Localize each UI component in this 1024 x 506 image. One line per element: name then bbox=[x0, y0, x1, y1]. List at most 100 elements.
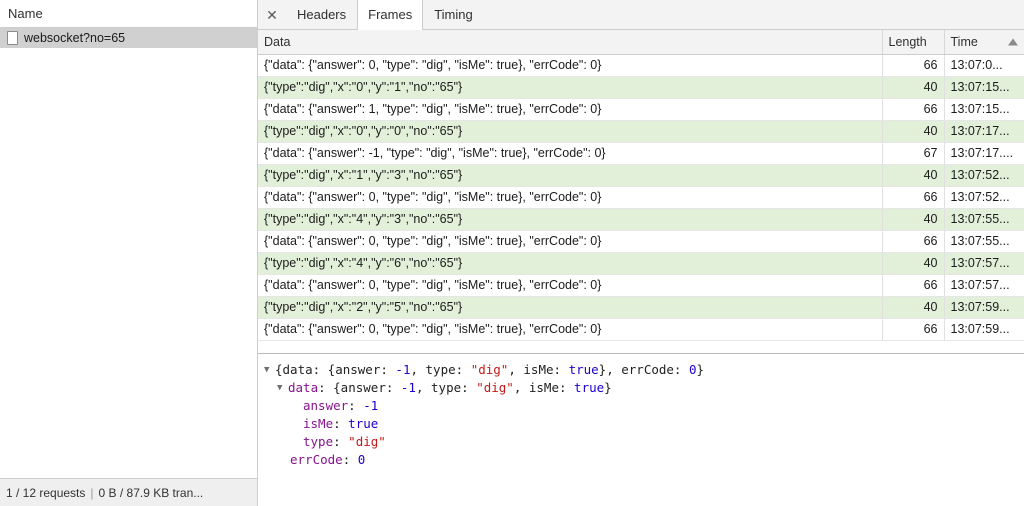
frames-table-header-row: Data Length Time bbox=[258, 30, 1024, 55]
close-icon[interactable]: ✕ bbox=[258, 0, 286, 29]
list-item-websocket-request[interactable]: websocket?no=65 bbox=[0, 28, 257, 48]
column-header-name[interactable]: Name bbox=[0, 0, 257, 28]
cell-data: {"data": {"answer": -1, "type": "dig", "… bbox=[258, 142, 883, 165]
cell-time: 13:07:15... bbox=[944, 76, 1024, 99]
request-list-panel: Name websocket?no=65 1 / 12 requests | 0… bbox=[0, 0, 258, 506]
cell-data: {"type":"dig","x":"0","y":"0","no":"65"} bbox=[258, 120, 883, 143]
tree-leaf-separator: : bbox=[348, 398, 364, 413]
tree-leaf-type[interactable]: type: "dig" bbox=[264, 433, 1024, 451]
request-detail-panel: ✕ Headers Frames Timing Data Length Time bbox=[258, 0, 1024, 506]
table-row[interactable]: {"type":"dig","x":"0","y":"1","no":"65"}… bbox=[258, 76, 1024, 99]
tree-root-isme: true bbox=[568, 362, 599, 377]
status-bar: 1 / 12 requests | 0 B / 87.9 KB tran... bbox=[0, 478, 257, 506]
tree-data-mid2: , isMe: bbox=[513, 380, 575, 395]
tree-leaf-separator: : bbox=[333, 434, 349, 449]
table-row[interactable]: {"data": {"answer": -1, "type": "dig", "… bbox=[258, 142, 1024, 165]
table-row[interactable]: {"type":"dig","x":"2","y":"5","no":"65"}… bbox=[258, 296, 1024, 319]
tree-leaf-separator: : bbox=[333, 416, 349, 431]
tree-root-prefix: {data: {answer: bbox=[275, 362, 396, 377]
table-row[interactable]: {"data": {"answer": 0, "type": "dig", "i… bbox=[258, 318, 1024, 341]
tree-root-errcode: 0 bbox=[688, 362, 697, 377]
tree-leaf-isme[interactable]: isMe: true bbox=[264, 415, 1024, 433]
tree-errcode-key: errCode bbox=[290, 452, 343, 467]
cell-time: 13:07:52... bbox=[944, 186, 1024, 209]
tree-errcode-sep: : bbox=[342, 452, 358, 467]
sort-ascending-icon bbox=[1008, 38, 1018, 46]
tab-timing[interactable]: Timing bbox=[423, 0, 484, 29]
column-header-data[interactable]: Data bbox=[258, 30, 883, 55]
table-row[interactable]: {"type":"dig","x":"4","y":"6","no":"65"}… bbox=[258, 252, 1024, 275]
cell-data: {"type":"dig","x":"4","y":"3","no":"65"} bbox=[258, 208, 883, 231]
cell-data: {"data": {"answer": 0, "type": "dig", "i… bbox=[258, 318, 883, 341]
frames-table-wrapper: Data Length Time {"data": {"answer": 0, … bbox=[258, 30, 1024, 353]
cell-data: {"type":"dig","x":"4","y":"6","no":"65"} bbox=[258, 252, 883, 275]
column-header-time-label: Time bbox=[950, 34, 978, 49]
tree-leaf-key: isMe bbox=[303, 416, 334, 431]
tree-root-type: "dig" bbox=[470, 362, 509, 377]
detail-tabbar: ✕ Headers Frames Timing bbox=[258, 0, 1024, 30]
tree-data-answer: -1 bbox=[400, 380, 416, 395]
column-header-time[interactable]: Time bbox=[944, 30, 1024, 55]
table-row[interactable]: {"data": {"answer": 0, "type": "dig", "i… bbox=[258, 186, 1024, 209]
tree-leaf-key: type bbox=[303, 434, 334, 449]
tree-leaf-answer[interactable]: answer: -1 bbox=[264, 397, 1024, 415]
cell-time: 13:07:55... bbox=[944, 208, 1024, 231]
document-icon bbox=[7, 31, 18, 45]
tree-data-key: data bbox=[288, 380, 319, 395]
tree-data-suffix: } bbox=[604, 380, 612, 395]
tab-headers[interactable]: Headers bbox=[286, 0, 358, 29]
cell-length: 66 bbox=[882, 186, 945, 209]
tree-root-suffix: } bbox=[696, 362, 705, 377]
tree-root-mid2: , isMe: bbox=[508, 362, 569, 377]
tree-data-isme: true bbox=[574, 380, 605, 395]
tree-leaf-value: true bbox=[348, 416, 379, 431]
cell-length: 40 bbox=[882, 76, 945, 99]
request-list: websocket?no=65 bbox=[0, 28, 257, 478]
table-row[interactable]: {"type":"dig","x":"0","y":"0","no":"65"}… bbox=[258, 120, 1024, 143]
frames-table-body: {"data": {"answer": 0, "type": "dig", "i… bbox=[258, 54, 1024, 341]
column-header-length[interactable]: Length bbox=[882, 30, 945, 55]
cell-data: {"type":"dig","x":"1","y":"3","no":"65"} bbox=[258, 164, 883, 187]
table-row[interactable]: {"type":"dig","x":"4","y":"3","no":"65"}… bbox=[258, 208, 1024, 231]
tree-leaf-key: answer bbox=[303, 398, 349, 413]
column-header-name-label: Name bbox=[8, 6, 43, 21]
table-row[interactable]: {"data": {"answer": 1, "type": "dig", "i… bbox=[258, 98, 1024, 121]
table-row[interactable]: {"type":"dig","x":"1","y":"3","no":"65"}… bbox=[258, 164, 1024, 187]
cell-data: {"data": {"answer": 0, "type": "dig", "i… bbox=[258, 54, 883, 77]
frame-detail-tree: ▼{data: {answer: -1, type: "dig", isMe: … bbox=[258, 353, 1024, 506]
cell-time: 13:07:55... bbox=[944, 230, 1024, 253]
cell-time: 13:07:57... bbox=[944, 274, 1024, 297]
cell-length: 66 bbox=[882, 230, 945, 253]
cell-data: {"data": {"answer": 0, "type": "dig", "i… bbox=[258, 186, 883, 209]
cell-data: {"type":"dig","x":"0","y":"1","no":"65"} bbox=[258, 76, 883, 99]
cell-time: 13:07:17... bbox=[944, 120, 1024, 143]
cell-time: 13:07:59... bbox=[944, 318, 1024, 341]
cell-data: {"data": {"answer": 0, "type": "dig", "i… bbox=[258, 274, 883, 297]
cell-length: 40 bbox=[882, 120, 945, 143]
tree-node-data[interactable]: ▼data: {answer: -1, type: "dig", isMe: t… bbox=[264, 379, 1024, 397]
tree-node-root[interactable]: ▼{data: {answer: -1, type: "dig", isMe: … bbox=[264, 361, 1024, 379]
table-row[interactable]: {"data": {"answer": 0, "type": "dig", "i… bbox=[258, 54, 1024, 77]
tab-frames[interactable]: Frames bbox=[357, 0, 424, 30]
cell-time: 13:07:59... bbox=[944, 296, 1024, 319]
chevron-down-icon[interactable]: ▼ bbox=[277, 383, 283, 393]
cell-time: 13:07:17.... bbox=[944, 142, 1024, 165]
cell-length: 40 bbox=[882, 164, 945, 187]
request-name-label: websocket?no=65 bbox=[24, 31, 126, 45]
cell-length: 66 bbox=[882, 274, 945, 297]
table-row[interactable]: {"data": {"answer": 0, "type": "dig", "i… bbox=[258, 274, 1024, 297]
tree-data-prefix: : {answer: bbox=[318, 380, 401, 395]
tree-node-errcode[interactable]: errCode: 0 bbox=[264, 451, 1024, 469]
cell-length: 40 bbox=[882, 208, 945, 231]
cell-data: {"type":"dig","x":"2","y":"5","no":"65"} bbox=[258, 296, 883, 319]
cell-length: 40 bbox=[882, 296, 945, 319]
cell-data: {"data": {"answer": 1, "type": "dig", "i… bbox=[258, 98, 883, 121]
cell-time: 13:07:57... bbox=[944, 252, 1024, 275]
cell-length: 66 bbox=[882, 318, 945, 341]
tree-data-mid: , type: bbox=[415, 380, 477, 395]
table-row[interactable]: {"data": {"answer": 0, "type": "dig", "i… bbox=[258, 230, 1024, 253]
tree-leaf-value: -1 bbox=[363, 398, 379, 413]
chevron-down-icon[interactable]: ▼ bbox=[264, 365, 270, 375]
